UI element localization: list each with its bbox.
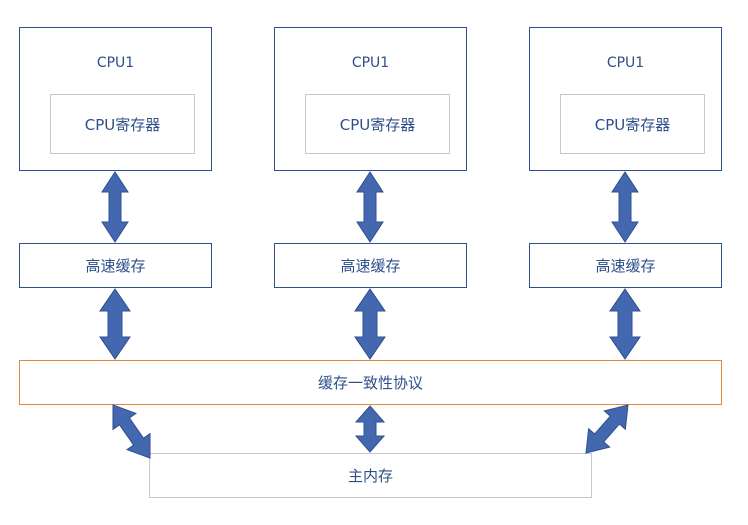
cache-label: 高速缓存 bbox=[595, 257, 656, 275]
protocol-label: 缓存一致性协议 bbox=[317, 374, 423, 392]
cpu-box-3: CPU1 CPU寄存器 bbox=[529, 27, 722, 171]
cpu-box-1: CPU1 CPU寄存器 bbox=[19, 27, 212, 171]
cpu-cache-arrow-2 bbox=[356, 171, 384, 243]
cpu-title: CPU1 bbox=[606, 55, 645, 71]
cpu-box-2: CPU1 CPU寄存器 bbox=[274, 27, 467, 171]
main-memory-label: 主内存 bbox=[347, 467, 393, 485]
cache-coherence-protocol-box: 缓存一致性协议 bbox=[19, 360, 722, 405]
cpu-register-label: CPU寄存器 bbox=[339, 115, 416, 134]
cpu-register-box: CPU寄存器 bbox=[50, 94, 195, 154]
cpu-cache-arrow-3 bbox=[611, 171, 639, 243]
cpu-register-box: CPU寄存器 bbox=[305, 94, 450, 154]
cache-label: 高速缓存 bbox=[340, 257, 401, 275]
cache-box-3: 高速缓存 bbox=[529, 243, 722, 288]
cache-box-2: 高速缓存 bbox=[274, 243, 467, 288]
cache-protocol-arrow-3 bbox=[609, 288, 641, 360]
cpu-title: CPU1 bbox=[351, 55, 390, 71]
cpu-register-label: CPU寄存器 bbox=[84, 115, 161, 134]
cache-label: 高速缓存 bbox=[85, 257, 146, 275]
cpu-title: CPU1 bbox=[96, 55, 135, 71]
cpu-register-box: CPU寄存器 bbox=[560, 94, 705, 154]
cache-protocol-arrow-2 bbox=[354, 288, 386, 360]
protocol-memory-arrow-left bbox=[112, 404, 151, 459]
cpu-register-label: CPU寄存器 bbox=[594, 115, 671, 134]
cache-box-1: 高速缓存 bbox=[19, 243, 212, 288]
protocol-memory-arrow-center bbox=[354, 405, 386, 453]
cache-protocol-arrow-1 bbox=[99, 288, 131, 360]
cpu-cache-arrow-1 bbox=[101, 171, 129, 243]
main-memory-box: 主内存 bbox=[149, 453, 592, 498]
protocol-memory-arrow-right bbox=[585, 404, 629, 454]
